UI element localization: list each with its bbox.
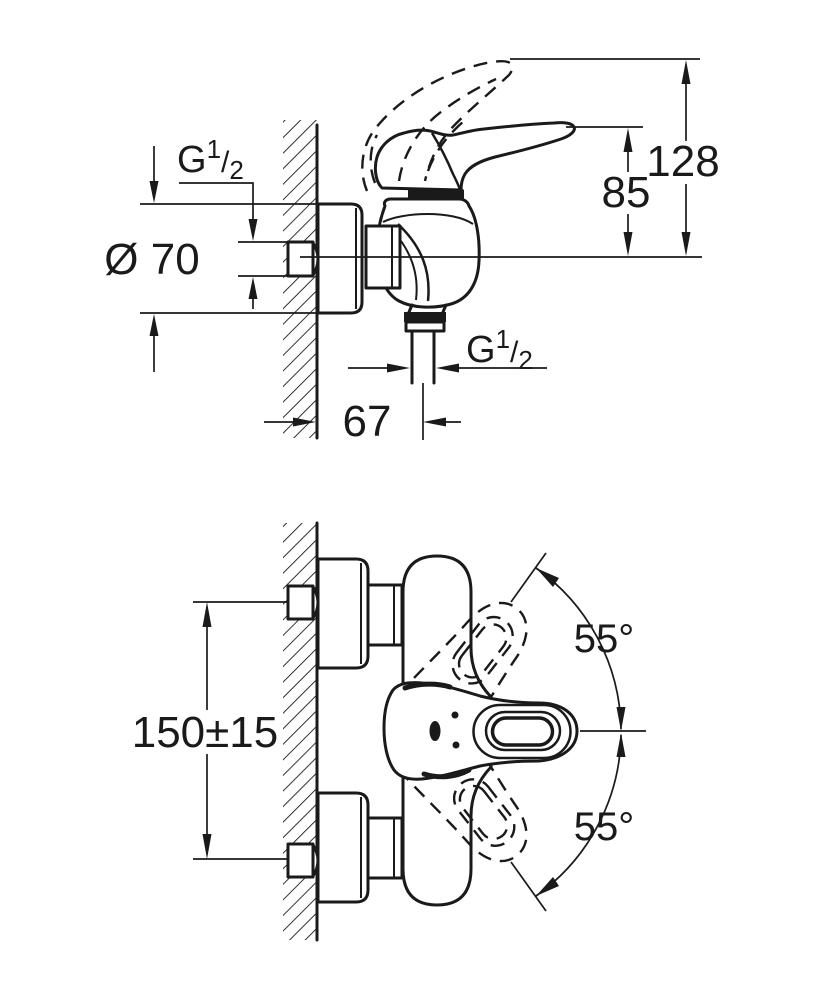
body-spout-curve-1 xyxy=(397,223,430,302)
plan-view: 150±15 55° 55° xyxy=(132,521,646,942)
wall-fitting-side xyxy=(286,240,315,278)
dim-label-outlet-thread: G1/2 xyxy=(466,324,533,375)
escutcheon-lower xyxy=(316,791,370,904)
wall-fitting-lower xyxy=(286,842,315,879)
outlet-stub xyxy=(407,303,448,314)
lever-shadow-bottom xyxy=(421,767,472,780)
cartridge-collar xyxy=(408,189,464,200)
lever-swivel-down-dashed xyxy=(397,719,528,863)
lever-swivel-up-dashed xyxy=(397,601,528,745)
hose-nut-ring xyxy=(404,320,446,333)
dim-label-height-total: 128 xyxy=(646,137,719,186)
lower-connection xyxy=(286,791,404,904)
body-shoulder-line xyxy=(382,213,474,225)
lever-handle-plan xyxy=(382,681,579,781)
outlet-pipe xyxy=(410,329,436,385)
dim-label-wall-thread: G1/2 xyxy=(177,134,244,185)
lever-loop-middle-ring xyxy=(484,710,562,752)
dim-label-swivel-up: 55° xyxy=(574,617,635,661)
hose-nut-band xyxy=(404,312,446,322)
lever-loop-outer-ring xyxy=(472,703,572,760)
dimension-connection-spacing: 150±15 xyxy=(132,601,288,860)
lever-handle-side xyxy=(373,121,576,192)
lever-dot-top xyxy=(451,711,459,719)
angle-leg-up xyxy=(510,552,547,603)
dim-label-connection-spacing: 150±15 xyxy=(132,708,279,757)
union-nut-upper xyxy=(366,583,404,647)
lever-dot-bottom xyxy=(452,741,460,749)
dimension-wall-to-outlet: 67 xyxy=(264,397,461,446)
dim-label-height-lever: 85 xyxy=(602,168,651,217)
wall-hatch-side xyxy=(283,120,317,438)
dimension-wall-thread: G1/2 xyxy=(177,134,290,309)
wall-fitting-upper xyxy=(286,584,315,621)
dimension-outlet-thread: G1/2 xyxy=(348,324,547,375)
escutcheon-side xyxy=(316,202,364,315)
dim-label-swivel-down: 55° xyxy=(574,805,635,849)
dimension-rosette-diameter: Ø 70 xyxy=(104,146,348,372)
dimension-height-total: 128 xyxy=(510,58,720,256)
lever-shadow-top xyxy=(402,681,453,691)
dimension-swivel-angles: 55° 55° xyxy=(510,552,646,912)
side-view: G1/2 Ø 70 128 85 G1/2 xyxy=(104,58,720,446)
dim-label-wall-to-outlet: 67 xyxy=(343,397,392,446)
dim-label-rosette-diameter: Ø 70 xyxy=(104,235,199,284)
lever-marker xyxy=(429,721,441,741)
angle-leg-down xyxy=(510,861,547,912)
union-nut-lower xyxy=(366,816,404,880)
lever-handle-raised-dashed xyxy=(361,60,514,192)
upper-connection xyxy=(286,557,404,670)
escutcheon-upper xyxy=(316,557,370,670)
dimension-height-lever: 85 xyxy=(566,126,651,256)
lever-loop-hole xyxy=(490,716,555,747)
